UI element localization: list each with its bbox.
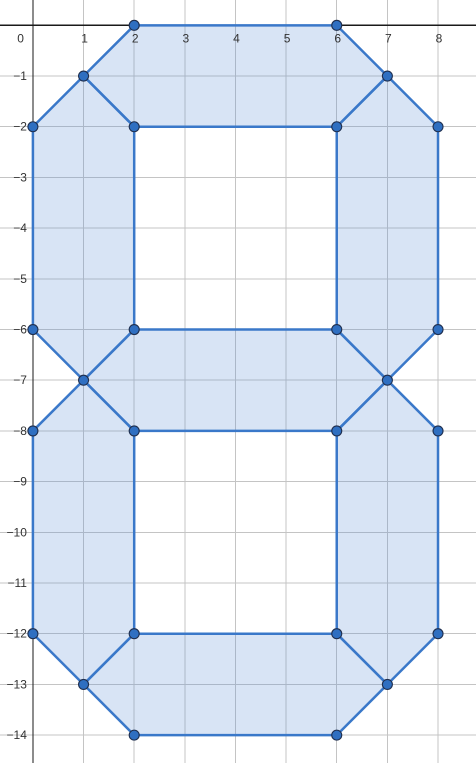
x-tick-label: 5 (284, 31, 291, 45)
y-tick-label: −14 (7, 728, 28, 742)
vertex-point[interactable] (331, 323, 343, 336)
y-tick-label: −10 (7, 525, 28, 539)
seven-segment-shape (31, 24, 440, 737)
vertex-point[interactable] (78, 374, 90, 386)
y-tick-label: −7 (13, 373, 27, 387)
y-tick-label: −4 (13, 221, 27, 235)
vertex-point[interactable] (381, 678, 393, 690)
y-tick-label: −11 (7, 576, 27, 590)
y-tick-label: −1 (13, 69, 27, 83)
vertex-point[interactable] (331, 628, 343, 640)
x-tick-label: 1 (81, 31, 88, 45)
vertex-point[interactable] (27, 628, 39, 640)
x-tick-label: 3 (182, 31, 189, 45)
vertex-point[interactable] (128, 425, 140, 437)
vertex-point[interactable] (381, 70, 393, 82)
vertex-point[interactable] (27, 323, 39, 336)
x-tick-label: 7 (385, 31, 392, 45)
segment-lower-left[interactable] (31, 378, 136, 686)
vertex-point[interactable] (381, 374, 393, 386)
vertex-point[interactable] (27, 121, 39, 133)
vertex-point[interactable] (331, 729, 343, 741)
y-tick-label: −13 (7, 677, 28, 691)
segment-lower-right[interactable] (335, 378, 440, 686)
vertex-point[interactable] (128, 729, 140, 741)
vertex-point[interactable] (331, 425, 343, 437)
x-tick-label: 6 (334, 31, 341, 45)
segment-upper-left[interactable] (31, 74, 136, 382)
x-tick-label: 0 (17, 31, 24, 45)
y-tick-label: −3 (13, 170, 27, 184)
vertex-point[interactable] (432, 628, 444, 640)
vertex-point[interactable] (128, 121, 140, 133)
vertex-point[interactable] (331, 19, 343, 31)
y-tick-label: −5 (13, 272, 27, 286)
vertex-points (27, 19, 444, 741)
vertex-point[interactable] (78, 70, 90, 82)
vertex-point[interactable] (432, 323, 444, 336)
vertex-point[interactable] (432, 425, 444, 437)
y-tick-label: −12 (7, 627, 28, 641)
segment-middle[interactable] (82, 328, 389, 433)
vertex-point[interactable] (331, 121, 343, 133)
y-tick-label: −8 (13, 424, 27, 438)
y-tick-label: −9 (13, 475, 27, 489)
vertex-point[interactable] (432, 121, 444, 133)
vertex-point[interactable] (128, 19, 140, 31)
x-tick-label: 4 (233, 31, 240, 45)
y-tick-label: −6 (13, 323, 27, 337)
vertex-point[interactable] (27, 425, 39, 437)
x-tick-label: 8 (436, 31, 443, 45)
vertex-point[interactable] (128, 323, 140, 336)
vertex-point[interactable] (128, 628, 140, 640)
tick-labels: 0 1 2 3 4 5 6 7 8 −1 −2 −3 −4 −5 −6 −7 −8 −9 −10 −11 −12 −13 −… (7, 31, 443, 742)
x-tick-label: 2 (132, 31, 139, 45)
segment-bottom[interactable] (82, 632, 389, 737)
segment-upper-right[interactable] (335, 74, 440, 382)
y-tick-label: −2 (13, 120, 27, 134)
vertex-point[interactable] (78, 678, 90, 690)
